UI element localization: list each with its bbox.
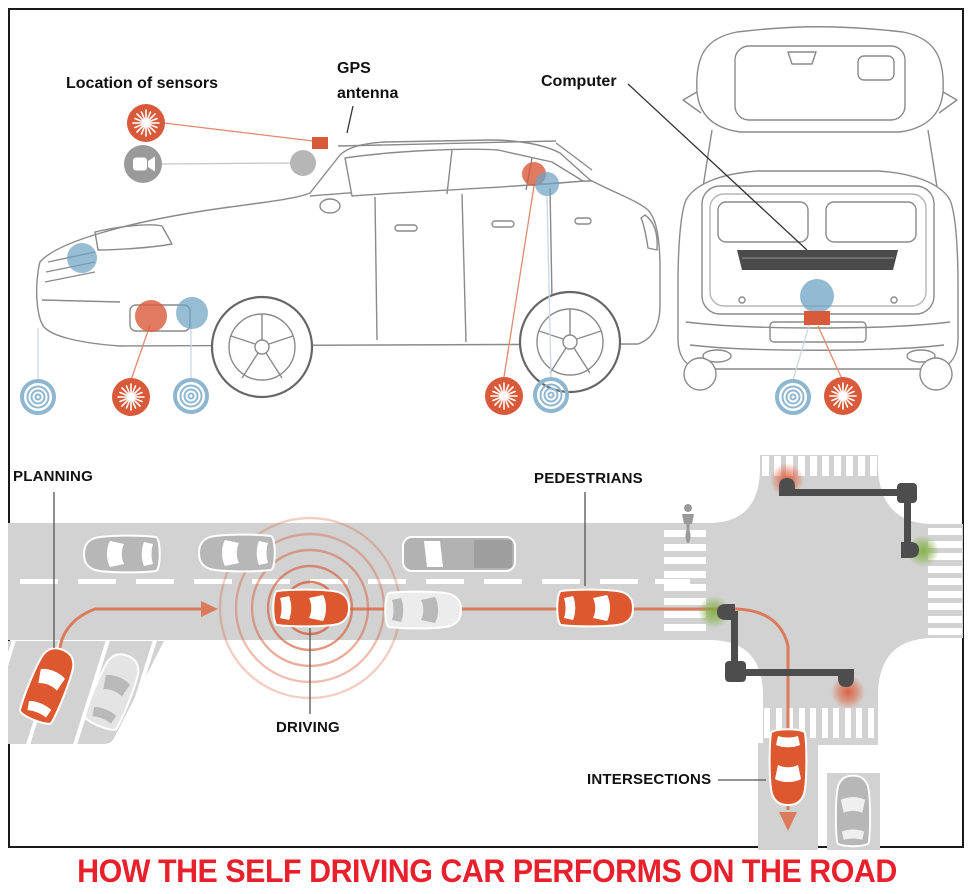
rear-laser-marker — [804, 311, 830, 325]
label-pointer-lines-top — [346, 83, 808, 251]
rear-wheel — [518, 290, 622, 394]
label-planning: PLANNING — [13, 468, 93, 485]
front-radar-dot — [176, 297, 208, 329]
self-driving-car-pedestrians — [556, 588, 634, 628]
label-gps-antenna: GPS antenna — [337, 57, 398, 107]
laser-sensor-icon — [484, 376, 524, 416]
diagram-border — [8, 8, 964, 848]
radar-wave-icon — [775, 379, 811, 415]
sensor-location-markers — [67, 137, 834, 332]
side-view-car — [35, 139, 661, 399]
path-arrow-east — [201, 601, 218, 617]
radar-wave-icon — [20, 379, 56, 415]
front-laser-dot — [135, 300, 167, 332]
gray-car — [83, 534, 161, 574]
label-pedestrians: PEDESTRIANS — [534, 470, 643, 487]
label-intersections: INTERSECTIONS — [587, 771, 712, 788]
label-driving: DRIVING — [276, 719, 340, 736]
rear-pillar-blue-dot — [535, 172, 559, 196]
gray-pickup-truck — [402, 536, 516, 572]
gray-car-northbound — [834, 774, 872, 848]
road-scene — [8, 455, 963, 850]
green-light-glow — [698, 596, 730, 628]
laser-sensor-icon — [126, 103, 166, 143]
self-driving-car-intersection — [768, 728, 808, 806]
grille-radar-dot — [67, 243, 97, 273]
label-gps-line1: GPS — [337, 60, 371, 77]
crosswalk-east — [928, 528, 962, 635]
front-wheel — [210, 295, 314, 399]
self-driving-car-driving — [272, 588, 350, 628]
rear-view-car — [677, 26, 959, 391]
computer-location-marker — [800, 279, 834, 313]
laser-sensor-icon — [111, 377, 151, 417]
traffic-lights — [698, 463, 939, 709]
label-pointer-lines-bottom — [53, 492, 766, 781]
label-gps-line2: antenna — [337, 84, 399, 102]
crosswalk-west — [664, 530, 706, 631]
intersection-road — [700, 455, 963, 745]
lane-divider — [20, 579, 690, 584]
gray-car — [198, 533, 276, 573]
label-location-of-sensors: Location of sensors — [66, 75, 219, 92]
radar-wave-icon — [173, 378, 209, 414]
page-title: HOW THE SELF DRIVING CAR PERFORMS ON THE… — [77, 853, 897, 889]
gps-antenna-marker — [312, 137, 328, 149]
label-computer: Computer — [541, 73, 617, 90]
white-car — [384, 590, 462, 630]
camera-location-dot — [290, 150, 316, 176]
camera-sensor-icon — [124, 145, 162, 183]
sensor-connector-lines — [37, 122, 843, 381]
laser-sensor-icon — [823, 376, 863, 416]
cyclist — [682, 504, 694, 543]
crosswalk-south — [764, 708, 874, 738]
radar-wave-icon — [533, 377, 569, 413]
path-arrow-south — [779, 812, 797, 831]
